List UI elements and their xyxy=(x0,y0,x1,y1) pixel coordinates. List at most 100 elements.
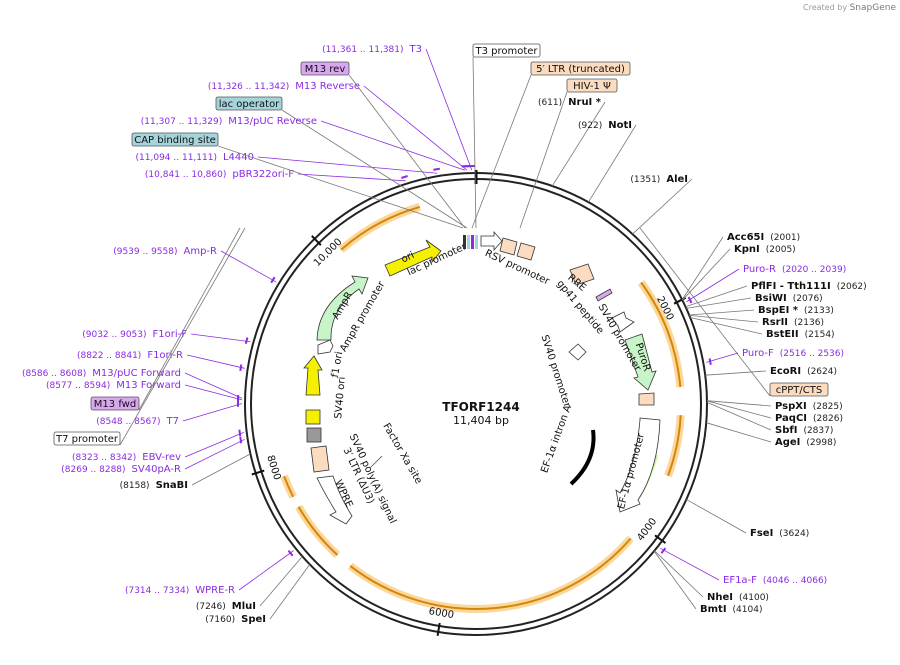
primer-position: (11,361 .. 11,381) xyxy=(322,45,403,55)
boxed-label-leader xyxy=(217,145,464,229)
boxed-label-bg xyxy=(472,43,541,58)
feature-label: SV40 promoter xyxy=(538,334,572,410)
primer-leader xyxy=(686,268,740,303)
site-leader xyxy=(269,564,311,620)
primer-binding-mark xyxy=(270,276,276,284)
hiv-psi-box xyxy=(516,242,536,261)
primer-binding-mark xyxy=(244,337,249,345)
primer-binding-mark xyxy=(238,429,242,437)
site-position: (922) xyxy=(578,121,602,131)
boxed-label-bg xyxy=(300,61,350,76)
site-name: PspXI xyxy=(775,401,807,412)
sv40-ori-box xyxy=(305,409,321,425)
primer-leader xyxy=(706,352,739,363)
site-position: (7160) xyxy=(205,615,235,625)
primer-name: Amp-R xyxy=(184,246,218,257)
primer-position: (8323 .. 8342) xyxy=(72,453,136,463)
primer-position: (10,841 .. 10,860) xyxy=(145,170,226,180)
primer-leader xyxy=(186,354,245,369)
primer-leader xyxy=(297,173,406,182)
site-leader xyxy=(551,101,606,187)
primer-position: (8548 .. 8567) xyxy=(96,417,160,427)
boxed-label: T3 promoter xyxy=(474,46,538,57)
site-name: BsiWI xyxy=(755,293,787,304)
site-position: (2136) xyxy=(794,318,824,328)
primer-position: (2020 .. 2039) xyxy=(782,265,846,275)
orf-arc xyxy=(349,537,632,610)
boxed-label: cPPT/CTS xyxy=(776,385,822,396)
boxed-label-leader xyxy=(348,74,466,229)
boxed-label-leader xyxy=(471,74,532,229)
primer-binding-mark xyxy=(708,358,712,365)
site-name: AgeI xyxy=(775,437,800,448)
f1-ori-arrow xyxy=(303,355,323,396)
primer-position: (4046 .. 4066) xyxy=(763,576,827,586)
tick-mark xyxy=(436,622,441,637)
site-position: (2062) xyxy=(837,282,867,292)
tick-mark xyxy=(251,469,265,476)
ori-arrow xyxy=(384,239,442,277)
site-name: BstEII xyxy=(766,329,799,340)
site-name: NheI xyxy=(707,592,733,603)
boxed-label-leader xyxy=(119,227,246,446)
orf-arc xyxy=(667,415,682,477)
boxed-label: HIV-1 Ψ xyxy=(573,81,611,92)
boxed-label-leader xyxy=(519,91,568,229)
site-position: (7246) xyxy=(196,602,226,612)
rsv-promoter-arrow xyxy=(480,230,503,252)
primer-name: WPRE-R xyxy=(195,585,235,596)
boxed-label-bg xyxy=(530,61,631,76)
site-position: (4104) xyxy=(733,605,763,615)
site-position: (8158) xyxy=(120,481,150,491)
site-position: (1351) xyxy=(630,175,660,185)
primer-name: M13/pUC Forward xyxy=(92,368,181,379)
boxed-label: M13 rev xyxy=(305,64,346,75)
site-position: (4100) xyxy=(739,593,769,603)
snapgene-credit: Created by SnapGene xyxy=(803,3,896,13)
primer-name: L4440 xyxy=(223,152,254,163)
site-leader xyxy=(706,400,772,419)
site-name: KpnI xyxy=(734,244,760,255)
site-position: (3624) xyxy=(779,529,809,539)
site-name: EcoRI xyxy=(770,366,801,377)
site-leader xyxy=(689,314,759,323)
site-name: Acc65I xyxy=(727,232,764,243)
site-name: PflFI - Tth111I xyxy=(751,281,831,292)
orf-arc-halo xyxy=(338,203,421,253)
boxed-label-bg xyxy=(215,96,283,111)
primer-leader xyxy=(660,547,720,581)
primer-binding-mark xyxy=(660,547,667,554)
primer-position: (7314 .. 7334) xyxy=(125,586,189,596)
orf-arc-halo xyxy=(664,414,685,478)
site-name: MluI xyxy=(232,601,256,612)
orf-arc xyxy=(283,475,295,498)
credit-prefix: Created by xyxy=(803,3,848,12)
primer-position: (8586 .. 8608) xyxy=(22,369,86,379)
sv40-promoter-arrow xyxy=(611,311,635,333)
ef1a-promoter-arrow xyxy=(615,417,661,513)
primer-binding-mark xyxy=(239,436,243,444)
boxed-label-leader xyxy=(639,227,771,397)
site-position: (2837) xyxy=(803,426,833,436)
primer-position: (8269 .. 8288) xyxy=(61,465,125,475)
gp41-box xyxy=(595,288,613,302)
primer-name: Puro-R xyxy=(743,264,776,275)
plasmid-length: 11,404 bp xyxy=(453,414,509,427)
primer-name: M13 Reverse xyxy=(295,81,360,92)
site-name: BspEI * xyxy=(758,305,799,316)
primer-leader xyxy=(220,250,277,283)
site-leader xyxy=(632,178,693,235)
primer-binding-mark xyxy=(433,167,440,171)
boxed-label-bg xyxy=(90,396,140,411)
primer-leader xyxy=(190,333,251,343)
ampr-arrow xyxy=(316,275,369,341)
site-leader xyxy=(259,556,303,607)
primer-position: (11,326 .. 11,342) xyxy=(208,82,289,92)
plasmid-name: TFORF1244 xyxy=(442,400,519,414)
boxed-label-bg xyxy=(131,132,219,147)
site-leader xyxy=(689,309,755,316)
site-leader-lines xyxy=(191,101,772,620)
boxed-label: CAP binding site xyxy=(134,135,216,146)
snapgene-logo: SnapGene xyxy=(849,3,896,13)
